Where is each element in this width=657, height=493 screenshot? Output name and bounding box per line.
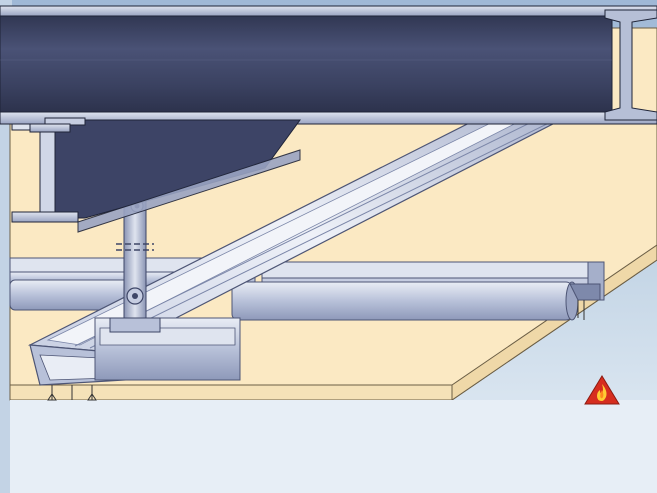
steel-i-beam [0, 5, 657, 125]
cross-tube [231, 281, 573, 321]
fire-warning-icon [584, 375, 620, 405]
ceiling-board-edge [9, 384, 453, 401]
ceiling-underside [10, 400, 657, 493]
secondary-channel-right [231, 261, 605, 321]
suspension-rod [109, 199, 161, 333]
steel-i-beam-cross [11, 117, 301, 233]
